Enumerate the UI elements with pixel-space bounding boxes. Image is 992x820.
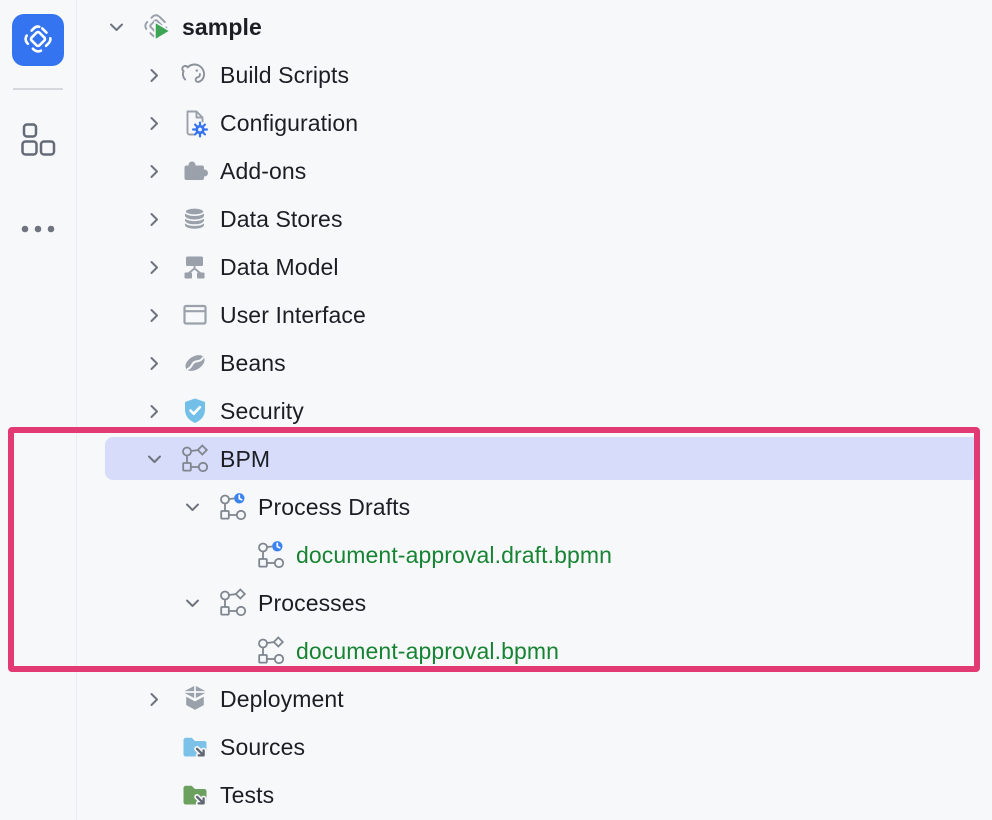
bpmn-icon <box>180 444 210 474</box>
tree-row-sample[interactable]: sample <box>78 3 992 51</box>
chevron-right-icon[interactable] <box>142 68 166 83</box>
jmix-logo-icon <box>20 21 56 60</box>
tree-item-label: sample <box>182 13 262 40</box>
security-shield-icon <box>180 396 210 426</box>
chevron-right-icon[interactable] <box>142 404 166 419</box>
tree-item-label: BPM <box>220 445 271 472</box>
tree-item-label: Configuration <box>220 109 359 136</box>
modules-button[interactable] <box>20 122 56 161</box>
tree-row-document-approval[interactable]: document-approval.bpmn <box>78 627 992 675</box>
chevron-right-icon[interactable] <box>142 164 166 179</box>
chevron-right-icon[interactable] <box>142 692 166 707</box>
tree-row-processes[interactable]: Processes <box>78 579 992 627</box>
configuration-file-icon <box>180 108 210 138</box>
bpmn-icon <box>256 636 286 666</box>
deployment-box-icon <box>180 684 210 714</box>
tree-item-label: Build Scripts <box>220 61 350 88</box>
tree-item-label: document-approval.draft.bpmn <box>296 541 613 568</box>
chevron-down-icon[interactable] <box>142 454 166 464</box>
tree-row-deployment[interactable]: Deployment <box>78 675 992 723</box>
tree-item-label: Data Stores <box>220 205 343 232</box>
ui-window-icon <box>180 300 210 330</box>
chevron-down-icon[interactable] <box>180 598 204 608</box>
data-model-icon <box>180 252 210 282</box>
chevron-right-icon[interactable] <box>142 260 166 275</box>
jmix-tool-window-button[interactable] <box>12 14 64 66</box>
more-options-button[interactable] <box>21 221 55 236</box>
more-dots-icon <box>21 221 55 236</box>
sources-folder-icon <box>180 732 210 762</box>
tree-row-build-scripts[interactable]: Build Scripts <box>78 51 992 99</box>
bpmn-draft-clock-icon <box>256 540 286 570</box>
bpmn-icon <box>218 588 248 618</box>
tree-item-label: document-approval.bpmn <box>296 637 560 664</box>
database-icon <box>180 204 210 234</box>
tree-item-label: Sources <box>220 733 306 760</box>
tree-row-process-drafts[interactable]: Process Drafts <box>78 483 992 531</box>
tree-item-label: Process Drafts <box>258 493 411 520</box>
jmix-project-icon <box>142 12 172 42</box>
chevron-down-icon[interactable] <box>104 22 128 32</box>
tests-folder-icon <box>180 780 210 810</box>
chevron-down-icon[interactable] <box>180 502 204 512</box>
bpmn-draft-clock-icon <box>218 492 248 522</box>
tree-row-sources[interactable]: Sources <box>78 723 992 771</box>
chevron-right-icon[interactable] <box>142 308 166 323</box>
tree-item-label: Tests <box>220 781 275 808</box>
tree-row-data-model[interactable]: Data Model <box>78 243 992 291</box>
tree-row-security[interactable]: Security <box>78 387 992 435</box>
tree-row-bpm[interactable]: BPM <box>78 435 992 483</box>
tree-item-label: Beans <box>220 349 286 376</box>
tree-item-label: Add-ons <box>220 157 307 184</box>
tree-item-label: Security <box>220 397 304 424</box>
tree-item-label: Deployment <box>220 685 344 712</box>
tree-row-tests[interactable]: Tests <box>78 771 992 819</box>
tree-row-beans[interactable]: Beans <box>78 339 992 387</box>
chevron-right-icon[interactable] <box>142 212 166 227</box>
toolbar-divider <box>13 88 63 90</box>
tree-row-data-stores[interactable]: Data Stores <box>78 195 992 243</box>
tree-row-configuration[interactable]: Configuration <box>78 99 992 147</box>
bean-icon <box>180 348 210 378</box>
gradle-icon <box>180 60 210 90</box>
chevron-right-icon[interactable] <box>142 116 166 131</box>
tree-row-document-approval-draft[interactable]: document-approval.draft.bpmn <box>78 531 992 579</box>
chevron-right-icon[interactable] <box>142 356 166 371</box>
project-tree: sample Build Scripts <box>78 0 992 819</box>
tree-item-label: User Interface <box>220 301 366 328</box>
addons-puzzle-icon <box>180 156 210 186</box>
tree-item-label: Data Model <box>220 253 339 280</box>
tree-item-label: Processes <box>258 589 367 616</box>
left-toolbar <box>0 0 77 820</box>
tree-row-add-ons[interactable]: Add-ons <box>78 147 992 195</box>
modules-icon <box>20 122 56 161</box>
tree-row-user-interface[interactable]: User Interface <box>78 291 992 339</box>
